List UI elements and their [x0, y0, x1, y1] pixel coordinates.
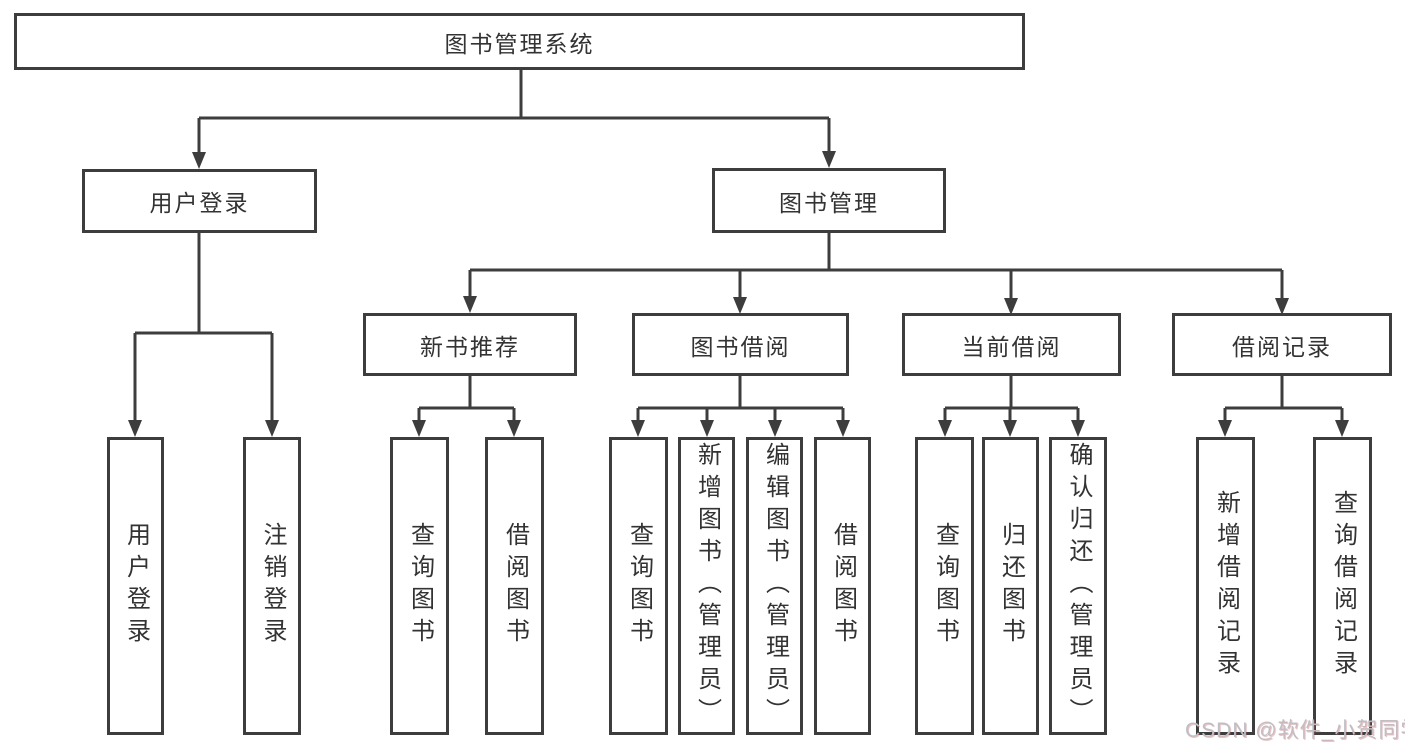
- node-book-management: 图书管理: [712, 168, 946, 233]
- node-label: 新书推荐: [420, 333, 520, 360]
- node-label: 编辑图书（管理员）: [761, 442, 789, 730]
- leaf-recommend-query-books: 查询图书: [390, 437, 449, 735]
- node-label: 查询图书: [625, 522, 653, 650]
- csdn-watermark: CSDN @软件_小贺同学: [1185, 719, 1405, 742]
- leaf-current-query-books: 查询图书: [915, 437, 974, 735]
- node-borrowing-records: 借阅记录: [1172, 313, 1392, 376]
- leaf-confirm-return-admin: 确认归还（管理员）: [1049, 437, 1107, 735]
- node-label: 用户登录: [122, 522, 150, 650]
- leaf-borrow-books: 借阅图书: [814, 437, 871, 735]
- leaf-query-borrow-record: 查询借阅记录: [1313, 437, 1372, 735]
- node-label: 借阅图书: [829, 522, 857, 650]
- leaf-logout: 注销登录: [243, 437, 301, 735]
- node-label: 新增图书（管理员）: [693, 442, 721, 730]
- node-label: 确认归还（管理员）: [1065, 442, 1092, 730]
- node-label: 查询借阅记录: [1329, 490, 1357, 682]
- node-label: 图书借阅: [690, 333, 791, 360]
- node-label: 查询图书: [931, 522, 959, 650]
- leaf-add-borrow-record: 新增借阅记录: [1196, 437, 1255, 735]
- leaf-edit-books-admin: 编辑图书（管理员）: [746, 437, 803, 735]
- node-label: 新增借阅记录: [1212, 490, 1240, 682]
- node-system-root: 图书管理系统: [14, 13, 1025, 70]
- node-new-book-recommend: 新书推荐: [363, 313, 577, 376]
- leaf-borrow-query-books: 查询图书: [609, 437, 668, 735]
- leaf-recommend-borrow-books: 借阅图书: [485, 437, 544, 735]
- node-label: 借阅记录: [1232, 333, 1332, 360]
- node-label: 图书管理系统: [444, 30, 595, 57]
- node-label: 图书管理: [779, 189, 879, 216]
- node-label: 注销登录: [259, 522, 286, 650]
- node-book-borrowing: 图书借阅: [632, 313, 849, 376]
- node-label: 查询图书: [406, 522, 434, 650]
- node-current-borrowing: 当前借阅: [902, 313, 1121, 376]
- node-label: 归还图书: [997, 522, 1025, 650]
- node-label: 当前借阅: [961, 333, 1062, 360]
- leaf-user-login: 用户登录: [107, 437, 164, 735]
- node-user-login: 用户登录: [82, 169, 317, 233]
- node-label: 借阅图书: [501, 522, 529, 650]
- node-label: 用户登录: [149, 190, 250, 216]
- leaf-add-books-admin: 新增图书（管理员）: [678, 437, 735, 735]
- leaf-return-books: 归还图书: [982, 437, 1039, 735]
